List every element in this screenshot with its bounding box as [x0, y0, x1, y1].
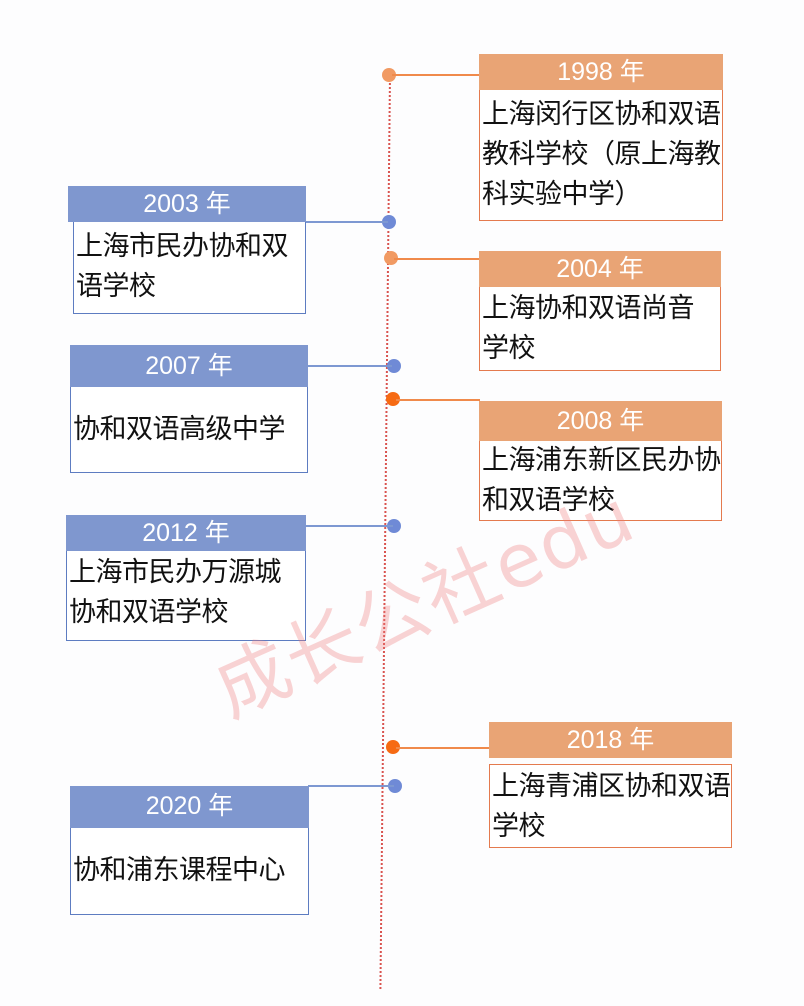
school-name: 上海闵行区协和双语教科学校（原上海教科实验中学）: [479, 90, 723, 221]
timeline-dot-2004: [384, 251, 398, 265]
timeline-card-2004: 2004 年 上海协和双语尚音学校: [479, 251, 721, 371]
school-name: 上海青浦区协和双语学校: [489, 764, 732, 848]
timeline-card-2008: 2008 年 上海浦东新区民办协和双语学校: [479, 401, 722, 521]
timeline-dot-2007: [387, 359, 401, 373]
timeline-card-2003: 2003 年 上海市民办协和双语学校: [68, 186, 306, 314]
timeline-dot-1998: [382, 68, 396, 82]
year-label: 2012 年: [66, 515, 306, 551]
connector-2008: [396, 399, 480, 401]
connector-2007: [308, 365, 392, 367]
timeline-card-2018: 2018 年 上海青浦区协和双语学校: [489, 722, 732, 848]
year-label: 2004 年: [479, 251, 721, 287]
timeline-card-2012: 2012 年 上海市民办万源城协和双语学校: [66, 515, 306, 641]
year-label: 2007 年: [70, 345, 308, 387]
school-name: 上海市民办万源城协和双语学校: [66, 551, 306, 641]
connector-2003: [306, 221, 388, 223]
connector-2012: [305, 525, 393, 527]
connector-2020: [308, 785, 394, 787]
year-label: 2018 年: [489, 722, 732, 758]
year-label: 1998 年: [479, 54, 723, 90]
timeline-card-2007: 2007 年 协和双语高级中学: [70, 345, 308, 473]
timeline-dot-2020: [388, 779, 402, 793]
timeline-dot-2012: [387, 519, 401, 533]
timeline-dot-2003: [382, 215, 396, 229]
school-name: 协和双语高级中学: [70, 387, 308, 473]
timeline-card-2020: 2020 年 协和浦东课程中心: [70, 786, 309, 915]
year-label: 2008 年: [479, 401, 722, 441]
connector-2018: [396, 747, 490, 749]
timeline-card-1998: 1998 年 上海闵行区协和双语教科学校（原上海教科实验中学）: [479, 54, 723, 221]
school-name: 上海浦东新区民办协和双语学校: [479, 441, 722, 521]
year-label: 2003 年: [68, 186, 306, 222]
timeline-dot-2018: [386, 740, 400, 754]
school-name: 协和浦东课程中心: [70, 828, 309, 915]
school-name: 上海协和双语尚音学校: [479, 287, 721, 371]
timeline-dot-2008: [386, 392, 400, 406]
school-name: 上海市民办协和双语学校: [73, 222, 306, 314]
connector-1998: [392, 74, 480, 76]
year-label: 2020 年: [70, 786, 309, 828]
connector-2004: [394, 258, 480, 260]
